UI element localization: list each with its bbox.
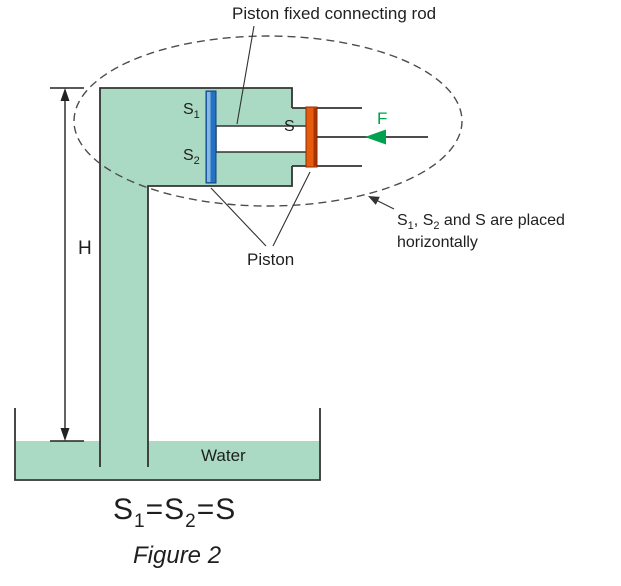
- s-label: S: [284, 118, 295, 135]
- connecting-rod: [215, 125, 308, 153]
- vertical-tube-fluid: [100, 88, 148, 467]
- s2-label: S2: [183, 147, 200, 167]
- note-text-line2: horizontally: [397, 234, 478, 251]
- height-label: H: [78, 238, 92, 259]
- piston-leader-line-left: [210, 187, 267, 247]
- height-arrow-top: [60, 88, 70, 101]
- piston-s1-s2-highlight: [207, 92, 211, 182]
- area-equation: S1=S2=S: [113, 493, 236, 532]
- figure-caption: Figure 2: [133, 542, 221, 569]
- rod-label: Piston fixed connecting rod: [232, 4, 436, 23]
- note-text-line1: S1, S2 and S are placed: [397, 212, 565, 232]
- small-cylinder-walls: [292, 107, 362, 167]
- water-label: Water: [201, 446, 246, 465]
- piston-label: Piston: [247, 250, 294, 269]
- force-arrowhead: [365, 129, 386, 145]
- piston-s1-s2: [205, 90, 217, 184]
- dashed-ellipse: [73, 35, 463, 207]
- note-pointer-line: [375, 199, 395, 210]
- piston-s-shade: [313, 108, 317, 166]
- cylinder-and-tube-outline: [99, 87, 293, 467]
- force-label: F: [377, 109, 387, 128]
- tank-outline: [14, 408, 321, 481]
- tank-water: [16, 441, 319, 479]
- rod-leader-line: [236, 25, 255, 125]
- piston-leader-line-right: [272, 171, 311, 247]
- s1-label: S1: [183, 101, 200, 121]
- height-arrow-bottom: [60, 428, 70, 441]
- note-pointer-arrowhead: [368, 196, 380, 205]
